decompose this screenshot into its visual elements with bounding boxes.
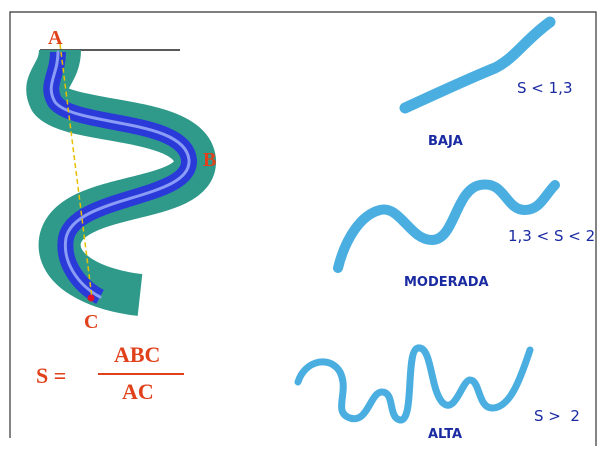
point-a-label: A xyxy=(48,27,63,49)
point-b-label: B xyxy=(203,149,217,171)
point-c-dot xyxy=(87,294,95,302)
class-high-label: ALTA xyxy=(428,427,463,442)
frame-line xyxy=(9,11,597,446)
class-medium-inequality: 1,3 < S < 2 xyxy=(508,227,596,245)
class-high-inequality: S > 2 xyxy=(534,407,580,425)
class-medium-label: MODERADA xyxy=(404,275,489,290)
river-highlight xyxy=(49,50,191,299)
formula-numerator: ABC xyxy=(114,342,161,367)
curve-low xyxy=(399,16,556,114)
curve-high xyxy=(294,344,534,424)
guide-line-ac xyxy=(59,43,93,299)
formula-denominator: AC xyxy=(122,379,154,404)
point-c-label: C xyxy=(84,311,99,333)
fraction-bar xyxy=(98,373,184,375)
class-low-inequality: S < 1,3 xyxy=(517,79,573,97)
class-low-label: BAJA xyxy=(428,134,463,149)
curve-medium xyxy=(333,179,560,273)
formula-lhs: S = xyxy=(36,363,67,388)
